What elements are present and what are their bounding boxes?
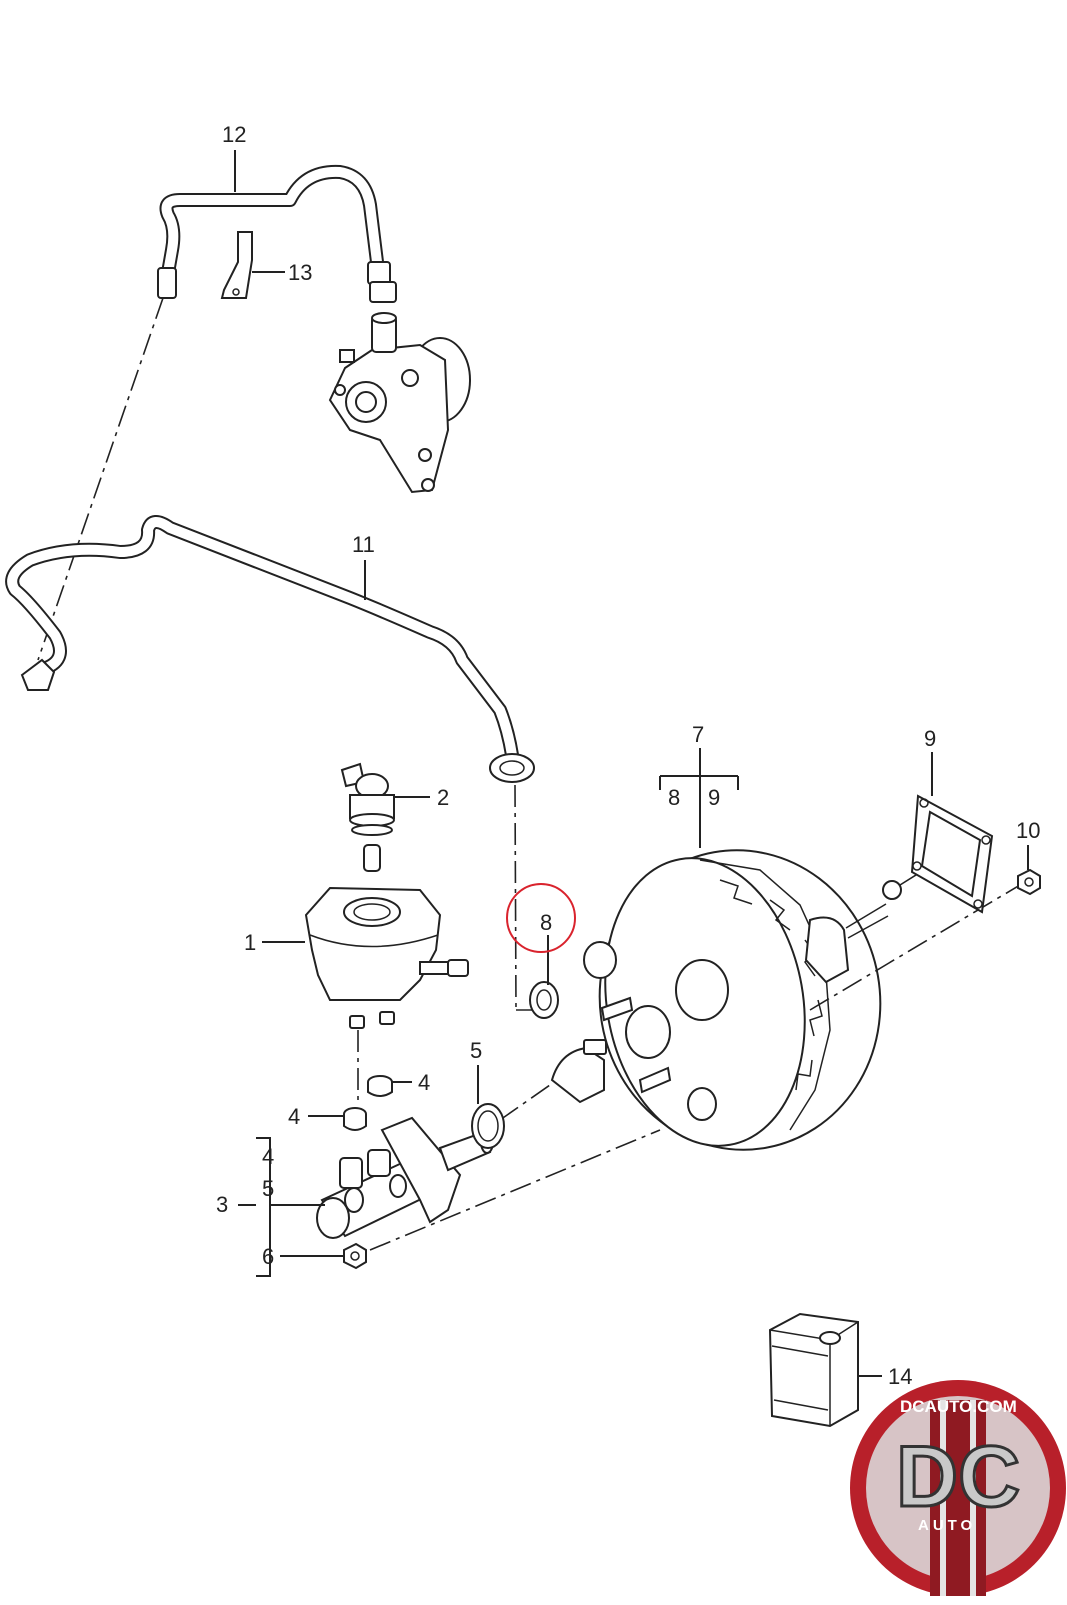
gasket-9 <box>910 794 994 914</box>
highlight-circle <box>506 883 576 953</box>
callout-10: 10 <box>1016 818 1040 843</box>
callout-3: 3 <box>216 1192 228 1217</box>
reservoir-cap-2 <box>340 762 395 872</box>
callout-4-group: 4 <box>262 1144 274 1169</box>
callout-5-oring: 5 <box>470 1038 482 1063</box>
callout-8-circled: 8 <box>540 910 552 935</box>
grommet-4-lower <box>343 1107 367 1131</box>
vacuum-pump <box>328 312 471 494</box>
brake-fluid-can-14 <box>768 1312 859 1428</box>
grommet-8 <box>529 981 559 1019</box>
dcauto-logo: DCAUTO.COM DC AUTO <box>850 1380 1066 1596</box>
logo-sub-text: AUTO <box>918 1517 976 1534</box>
callout-4-left: 4 <box>288 1104 300 1129</box>
callout-13: 13 <box>288 260 312 285</box>
grommet-4-upper <box>367 1075 393 1097</box>
callout-11: 11 <box>352 532 375 557</box>
callout-1: 1 <box>244 930 256 955</box>
nut-6 <box>343 1242 367 1270</box>
brake-booster-7 <box>550 849 902 1151</box>
callout-numbers: 12 13 11 2 1 4 4 5 8 7 8 9 9 10 4 5 3 6 … <box>216 122 1040 1389</box>
vacuum-hose-11 <box>5 515 535 783</box>
callout-8-group: 8 <box>668 785 680 810</box>
callout-6: 6 <box>262 1244 274 1269</box>
callout-5-group: 5 <box>262 1176 274 1201</box>
bracket-13 <box>220 231 253 299</box>
leader-lines <box>234 150 1029 1377</box>
vacuum-hose-12 <box>157 164 397 303</box>
callout-9-gasket: 9 <box>924 726 936 751</box>
logo-big-text: DC <box>896 1429 1020 1525</box>
nut-10 <box>1017 868 1041 896</box>
callout-7: 7 <box>692 722 704 747</box>
o-ring-5 <box>471 1103 505 1149</box>
logo-top-text: DCAUTO.COM <box>900 1397 1017 1416</box>
callout-9-group: 9 <box>708 785 720 810</box>
callout-12: 12 <box>222 122 246 147</box>
callout-2: 2 <box>437 785 449 810</box>
callout-14: 14 <box>888 1364 912 1389</box>
brake-fluid-reservoir-1 <box>304 886 469 1029</box>
master-cylinder-3 <box>316 1116 494 1239</box>
callout-4-right: 4 <box>418 1070 430 1095</box>
